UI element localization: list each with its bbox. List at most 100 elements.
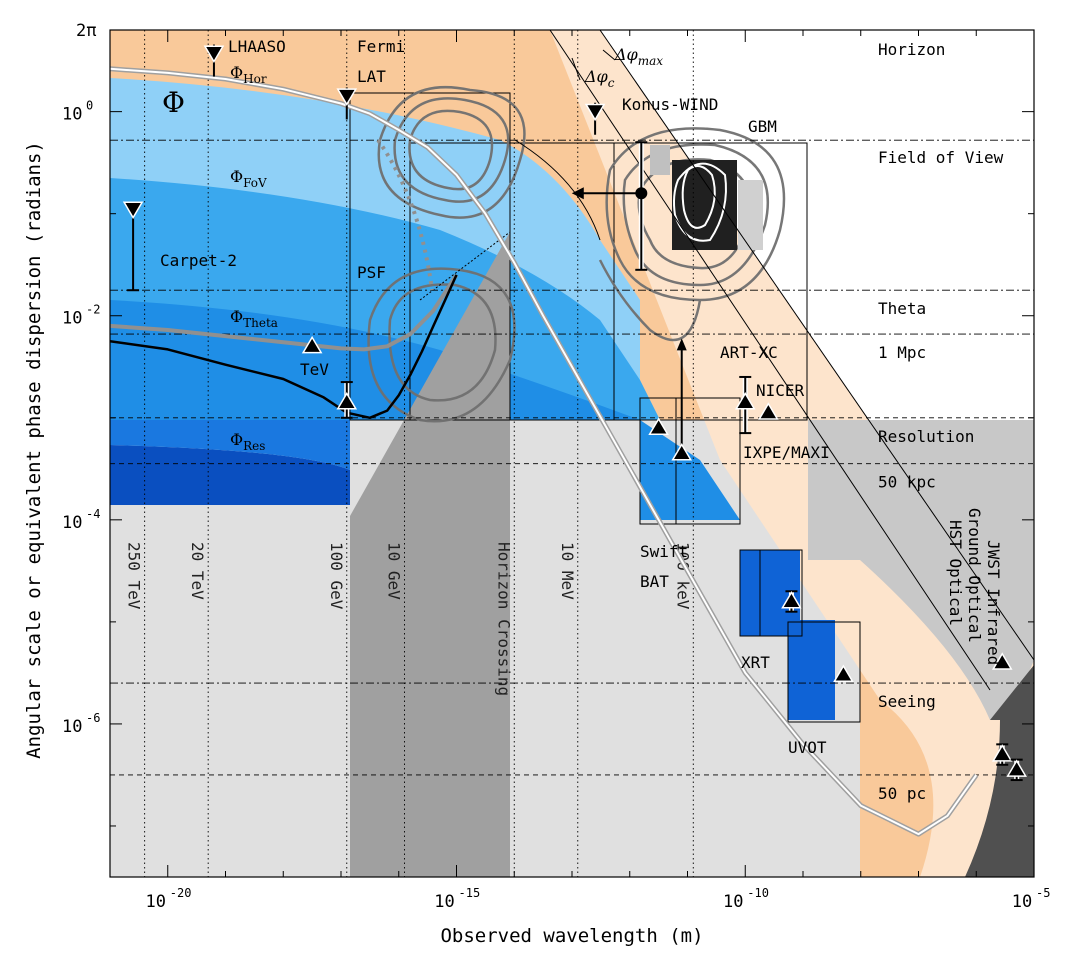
delta-phi-c-line <box>549 29 991 691</box>
x-tick-exp: -5 <box>1036 886 1050 900</box>
dphi-c-label: Δφc <box>584 67 615 90</box>
phi-labels: Φ ΦHor ΦFoV ΦTheta ΦRes Δφmax Δφc <box>162 45 663 453</box>
label-uvot: UVOT <box>788 738 827 757</box>
xrt-box <box>739 549 803 637</box>
lower-mid-grey <box>510 420 640 877</box>
y-tick-label: 10 <box>62 717 82 737</box>
series-line <box>110 273 459 352</box>
data-point-triangle <box>1006 759 1027 777</box>
reference-label: 50 pc <box>878 784 926 803</box>
reference-label: 1 Mpc <box>878 343 926 362</box>
label-artxc: ART-XC <box>720 343 778 362</box>
data-point-triangle <box>301 335 323 354</box>
data-point <box>635 187 648 200</box>
x-tick-exp: -20 <box>170 886 192 900</box>
series-line-dotted <box>376 138 434 291</box>
energy-label: 250 TeV <box>125 542 144 610</box>
series-line <box>110 274 458 420</box>
energy-label: 10 MeV <box>558 542 577 600</box>
series-layer <box>110 66 979 837</box>
instrument-labels: LHAASO Fermi LAT Konus-WIND GBM Carpet-2… <box>160 37 1003 757</box>
gbm-box <box>409 142 808 421</box>
blue-darker-region <box>110 445 350 505</box>
x-tick-label: 10 <box>723 892 743 912</box>
label-swift: Swift <box>640 542 688 561</box>
lower-left-grey <box>110 505 350 877</box>
delta-phi-c-tick <box>571 57 581 81</box>
delta-phi-lines <box>419 29 1035 691</box>
data-point-triangle <box>991 744 1013 762</box>
data-point-triangle <box>781 590 802 609</box>
upper-limit-marker <box>584 103 606 122</box>
x-tick-label: 10 <box>434 892 454 912</box>
upper-limit-marker <box>122 201 144 220</box>
x-axis-title: Observed wavelength (m) <box>440 925 703 947</box>
grey-right-region <box>808 420 1034 720</box>
label-lat: LAT <box>357 67 386 86</box>
label-carpet2: Carpet-2 <box>160 251 237 270</box>
delta-phi-max-tick <box>602 49 616 61</box>
label-jwst: JWST Infrared <box>984 540 1003 665</box>
contours-white <box>673 162 727 242</box>
lower-right-grey <box>640 524 860 877</box>
data-point-triangle <box>336 391 358 410</box>
x-tick-label: 10 <box>1012 892 1032 912</box>
label-hst-optical: HST Optical <box>946 520 965 626</box>
mid-grey-wedge <box>350 232 510 877</box>
label-xrt: XRT <box>741 653 770 672</box>
reference-label: Seeing <box>878 692 936 711</box>
reference-label: Horizon <box>878 40 945 59</box>
y-axis-title: Angular scale or equivalent phase disper… <box>23 141 45 759</box>
label-fermi: Fermi <box>357 37 405 56</box>
label-tev: TeV <box>300 360 329 379</box>
y-tick-exp: -2 <box>86 303 100 317</box>
series-line <box>110 67 978 836</box>
label-ixpe: IXPE/MAXI <box>743 443 830 462</box>
data-point-triangle <box>734 391 756 410</box>
data-points <box>122 44 1027 782</box>
point-xerr-arrow <box>571 187 584 200</box>
x-tick-exp: -10 <box>747 886 769 900</box>
blue-dark-left <box>110 420 350 470</box>
data-point-triangle <box>758 402 779 420</box>
reference-label: Field of View <box>878 148 1004 167</box>
instrument-boxes <box>349 92 861 723</box>
dphi-max-label: Δφmax <box>614 45 663 68</box>
reference-label: Theta <box>878 299 926 318</box>
background-regions <box>110 30 1034 877</box>
x-axis-ticks: 10 -20 10 -15 10 -10 10 -5 <box>109 30 1050 912</box>
dark-grey-right <box>965 665 1034 877</box>
phi-theta-label: ΦTheta <box>230 307 278 330</box>
y-tick-label: 10 <box>62 309 82 329</box>
light-orange-region <box>550 30 1034 877</box>
x-tick-label: 10 <box>146 892 166 912</box>
reference-label: 50 kpc <box>878 473 936 492</box>
y-tick-label: 10 <box>62 513 82 533</box>
phi-fov-label: ΦFoV <box>230 167 267 190</box>
phi-big-label: Φ <box>162 86 185 119</box>
y-top-label: 2π <box>76 21 96 41</box>
lower-limit-arrow <box>676 338 687 351</box>
delta-phi-max-line <box>599 29 1035 661</box>
data-point-triangle <box>648 417 669 436</box>
label-bat: BAT <box>640 572 669 591</box>
bat-box <box>639 397 741 525</box>
y-tick-exp: -4 <box>86 507 100 521</box>
phi-hor-label: ΦHor <box>230 63 267 86</box>
x-tick-exp: -15 <box>459 886 481 900</box>
label-gbm: GBM <box>748 117 777 136</box>
reference-label: Resolution <box>878 427 974 446</box>
lower-limit-marker <box>671 443 693 461</box>
energy-label: 100 GeV <box>327 542 346 610</box>
y-tick-exp: -6 <box>86 711 100 725</box>
upper-limit-marker <box>203 45 225 64</box>
label-nicer: NICER <box>756 381 805 400</box>
upper-limit-marker <box>336 88 358 106</box>
phi-res-label: ΦRes <box>230 430 265 453</box>
data-point-triangle <box>991 652 1013 670</box>
energy-label: 10 GeV <box>385 542 404 600</box>
